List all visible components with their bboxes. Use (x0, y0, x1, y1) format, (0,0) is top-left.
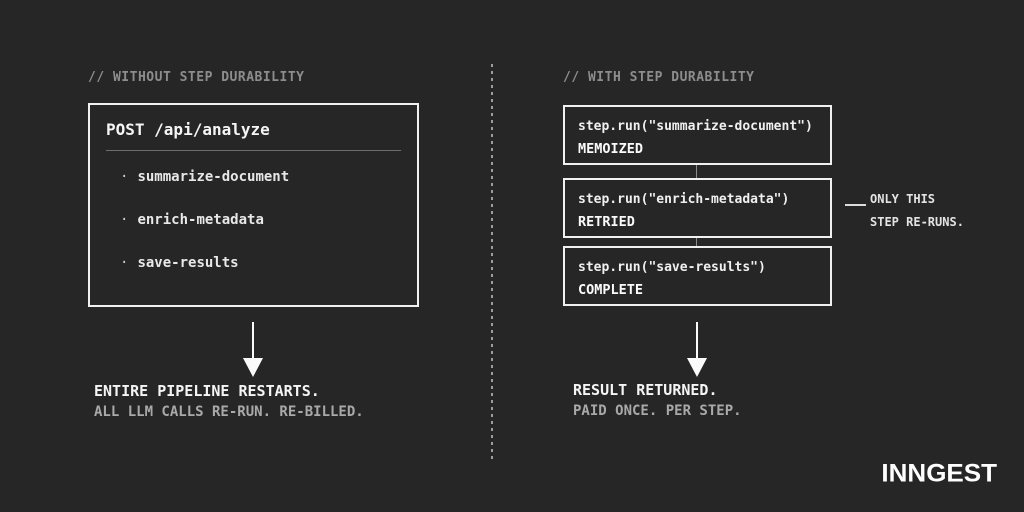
right-section-header: // WITH STEP DURABILITY (563, 70, 755, 85)
annotation-line-2: STEP RE-RUNS. (870, 215, 964, 229)
request-card-title: POST /api/analyze (106, 120, 270, 139)
annotation-line-1: ONLY THIS (870, 192, 936, 206)
step-code: step.run("save-results") (578, 260, 766, 275)
right-result-subtitle: PAID ONCE. PER STEP. (573, 403, 742, 419)
step-status: MEMOIZED (578, 141, 644, 157)
right-result-block: RESULT RETURNED. PAID ONCE. PER STEP. (573, 382, 742, 419)
step-box-summarize: step.run("summarize-document") MEMOIZED (563, 105, 832, 165)
list-item-label: summarize-document (137, 169, 290, 185)
list-item: · summarize-document (106, 170, 401, 185)
arrow-down-icon (243, 322, 263, 377)
pipeline-step-list: · summarize-document · enrich-metadata · sa… (106, 170, 401, 271)
bullet-icon: · (120, 169, 129, 185)
list-item: · enrich-metadata (106, 213, 401, 228)
box-connector (696, 165, 697, 178)
annotation-label: ONLY THIS STEP RE-RUNS. (870, 188, 964, 234)
box-connector (696, 238, 697, 246)
left-result-title: ENTIRE PIPELINE RESTARTS. (94, 382, 320, 400)
left-result-subtitle: ALL LLM CALLS RE-RUN. RE-BILLED. (94, 404, 364, 420)
card-divider (106, 150, 401, 151)
annotation-tick (845, 204, 866, 206)
arrow-down-icon (687, 322, 707, 377)
center-dotted-divider (491, 64, 493, 463)
list-item-label: enrich-metadata (137, 212, 264, 228)
arrow-stem (252, 322, 254, 358)
bullet-icon: · (120, 212, 129, 228)
bullet-icon: · (120, 255, 129, 271)
left-section-header: // WITHOUT STEP DURABILITY (88, 70, 305, 85)
step-box-save: step.run("save-results") COMPLETE (563, 246, 832, 306)
step-status: COMPLETE (578, 282, 644, 298)
right-result-title: RESULT RETURNED. (573, 381, 718, 399)
arrow-stem (696, 322, 698, 358)
arrow-head (687, 358, 707, 377)
step-code: step.run("enrich-metadata") (578, 192, 790, 207)
step-box-enrich: step.run("enrich-metadata") RETRIED (563, 178, 832, 238)
step-status: RETRIED (578, 214, 635, 230)
arrow-head (243, 358, 263, 377)
inngest-logo: INNGEST (881, 458, 997, 488)
list-item: · save-results (106, 256, 401, 271)
step-code: step.run("summarize-document") (578, 119, 813, 134)
left-result-block: ENTIRE PIPELINE RESTARTS. ALL LLM CALLS … (94, 383, 364, 420)
list-item-label: save-results (137, 255, 239, 271)
request-card: POST /api/analyze · summarize-document · e… (88, 103, 419, 307)
